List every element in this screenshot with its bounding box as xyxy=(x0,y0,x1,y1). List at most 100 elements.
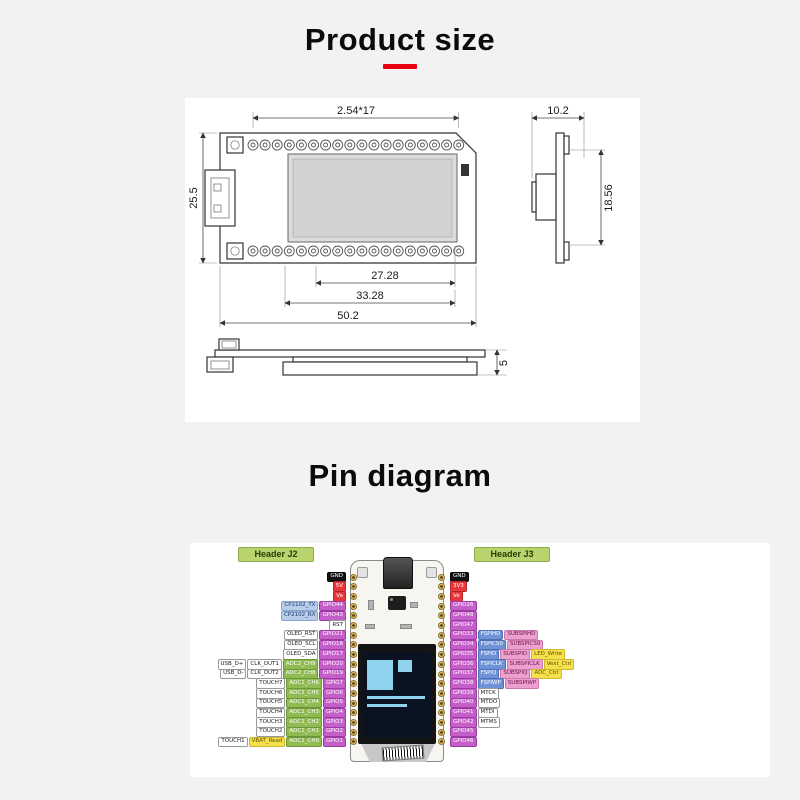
pin-row: GND xyxy=(327,571,346,583)
pin-row: GPIO46 xyxy=(450,736,477,748)
pin-row: 3V3 xyxy=(450,581,467,592)
pin-pad xyxy=(349,699,357,707)
usb-connector-front xyxy=(204,169,236,227)
front-view xyxy=(204,132,477,264)
pin-label-usb_d-: USB_D- xyxy=(220,668,247,680)
pin-pad xyxy=(437,573,445,581)
pin-pad xyxy=(349,573,357,581)
pin-row: Ve xyxy=(333,591,346,602)
usb-connector-side xyxy=(535,173,557,221)
pin-label-gpio20: GPIO20 xyxy=(319,659,346,670)
pin-row: GND xyxy=(450,571,469,583)
dim-inner-width: 33.28 xyxy=(356,290,384,302)
pin-row: GPIO26 xyxy=(450,600,477,612)
pin-label-adc_ctrl: ADC_Ctrl xyxy=(531,668,562,680)
pin-pad xyxy=(349,631,357,639)
barcode-sticker xyxy=(381,744,425,762)
pin-label-mtms: MTMS xyxy=(477,717,500,728)
pin-pad xyxy=(349,592,357,600)
pin-pad xyxy=(349,602,357,610)
pin-label-vext_ctrl: Vext_Ctrl xyxy=(543,659,575,670)
pin-label-gpio1: GPIO1 xyxy=(322,736,346,748)
dim-thickness: 5 xyxy=(498,360,510,366)
pin-pad xyxy=(437,689,445,697)
usb-connector xyxy=(383,557,413,589)
pin-label-gpio45: GPIO45 xyxy=(450,726,477,738)
pin-pad xyxy=(437,583,445,591)
pin-label-cp2102_rx: CP2102_RX xyxy=(280,610,319,622)
dim-oled-width: 27.28 xyxy=(371,270,399,282)
pin-label-oled_rst: OLED_RST xyxy=(283,629,319,641)
pin-pad xyxy=(437,719,445,726)
pin-label-gpio26: GPIO26 xyxy=(450,600,477,612)
pin-row: GPIO47 xyxy=(450,620,477,631)
pin-pad xyxy=(437,622,445,629)
pin-pad xyxy=(437,728,445,736)
header-j2-badge: Header J2 xyxy=(238,547,314,562)
size-drawing: 2.54*17 25.5 27.28 33.28 50.2 xyxy=(188,105,615,376)
button-top xyxy=(226,136,244,154)
usb-connector-profile xyxy=(218,338,240,351)
dim-side-height: 18.56 xyxy=(603,184,615,212)
pin-label-touch5: TOUCH5 xyxy=(256,697,286,709)
pin-pad xyxy=(349,670,357,678)
product-size-panel: 2.54*17 25.5 27.28 33.28 50.2 xyxy=(185,98,640,422)
oled-pixels xyxy=(367,704,407,707)
pin-label-mtdo: MTDO xyxy=(477,697,501,709)
pin-pad xyxy=(437,612,445,620)
product-size-title: Product size xyxy=(304,22,496,57)
pin-pad xyxy=(349,689,357,697)
oled-profile xyxy=(282,361,478,376)
pin-label-gpio40: GPIO40 xyxy=(450,697,477,709)
pin-label-subspiwp: SUBSPIWP xyxy=(504,678,540,689)
pin-pad xyxy=(349,612,357,620)
oled-pixels xyxy=(367,696,425,699)
pin-label-cp2102_tx: CP2102_TX xyxy=(281,600,319,612)
side-view xyxy=(531,132,570,264)
dim-pin-pitch: 2.54*17 xyxy=(337,105,375,117)
pin-row: 5V xyxy=(332,581,346,592)
button-left xyxy=(357,567,368,578)
dim-board-height: 25.5 xyxy=(188,187,200,208)
button-right xyxy=(426,567,437,578)
pin-pad xyxy=(437,699,445,707)
pin-pad xyxy=(437,592,445,600)
pin-label-clk_out1: CLK_OUT1 xyxy=(247,659,282,670)
front-pin-holes xyxy=(247,139,465,257)
pin-label-gpio44: GPIO44 xyxy=(319,600,346,612)
pin-pad xyxy=(437,660,445,668)
pin-label-gpio33: GPIO33 xyxy=(450,629,477,641)
passive-component xyxy=(368,600,374,610)
pin-label-subspihd: SUBSPIHD xyxy=(504,629,539,641)
pin-label-vbat_read: VBAT_Read xyxy=(248,736,286,748)
pin-pad xyxy=(349,680,357,688)
pin-label-gpio21: GPIO21 xyxy=(319,629,346,641)
header-j3-badge: Header J3 xyxy=(474,547,550,562)
pin-label-subspiclk: SUBSPICLK xyxy=(506,659,543,670)
pin-pad xyxy=(349,728,357,736)
pin-pad xyxy=(349,651,357,659)
button-bottom xyxy=(226,242,244,260)
pin-pad xyxy=(437,641,445,649)
pin-pad xyxy=(437,680,445,688)
pin-pad xyxy=(349,622,357,629)
